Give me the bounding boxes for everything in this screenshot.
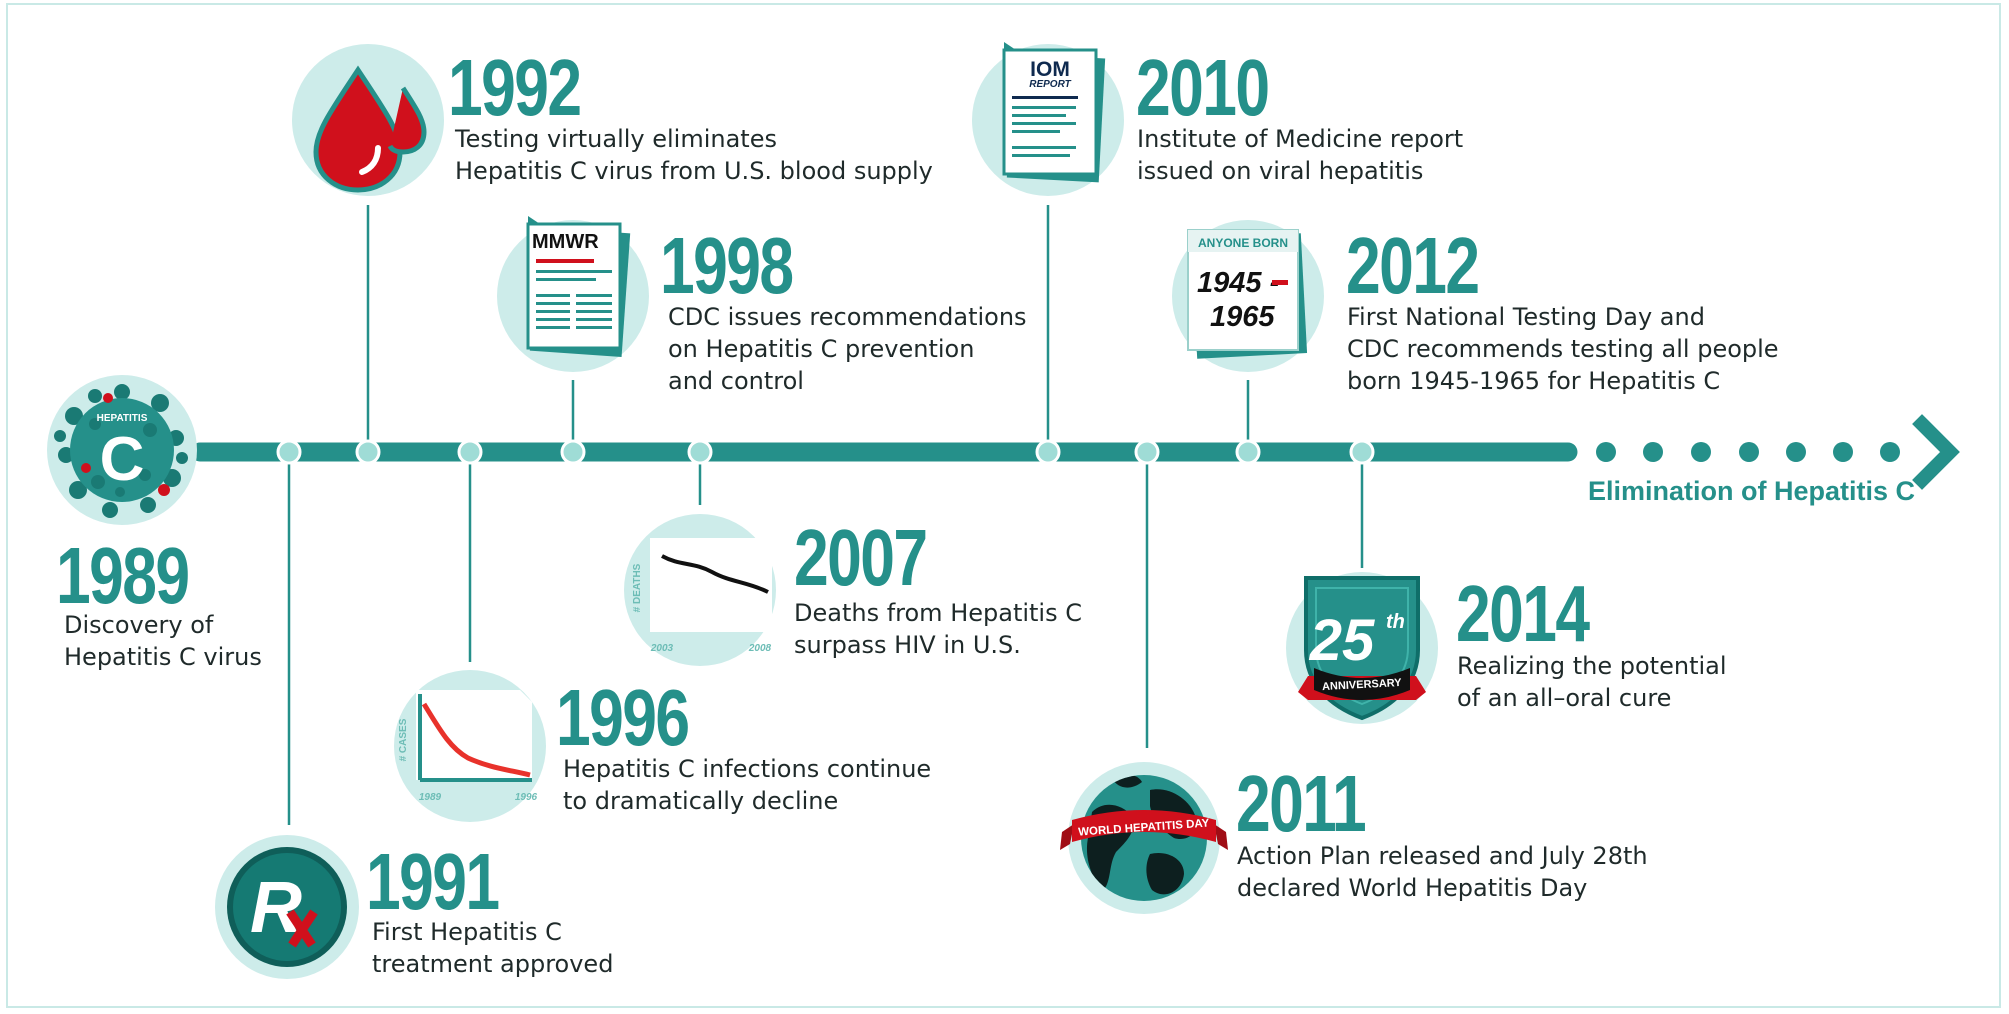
svg-text:C: C (100, 425, 145, 494)
prescription-rx-icon: R (215, 835, 359, 979)
event-description-2012: First National Testing Day and CDC recom… (1347, 301, 1779, 397)
description-line: Hepatitis C virus (64, 643, 262, 671)
anyone-born-card-icon: ANYONE BORN 1945 - 1965 (1172, 220, 1324, 372)
svg-text:R: R (250, 868, 302, 948)
timeline-nodes (276, 439, 1375, 465)
connector-lines (287, 205, 1364, 825)
svg-text:25: 25 (1309, 608, 1375, 673)
event-description-1989: Discovery of Hepatitis C virus (64, 609, 262, 673)
svg-text:1945 -: 1945 - (1197, 267, 1279, 299)
description-line: Hepatitis C virus from U.S. blood supply (455, 157, 933, 185)
hepatitis-c-virus-icon: HEPATITIS C (47, 375, 197, 525)
svg-text:th: th (1386, 611, 1405, 633)
svg-text:2003: 2003 (650, 643, 674, 654)
svg-text:ANYONE BORN: ANYONE BORN (1198, 236, 1288, 250)
description-line: declared World Hepatitis Day (1237, 874, 1588, 902)
description-line: on Hepatitis C prevention (668, 335, 975, 363)
event-description-1998: CDC issues recommendations on Hepatitis … (668, 301, 1027, 397)
description-line: Deaths from Hepatitis C (794, 599, 1082, 627)
svg-text:# DEATHS: # DEATHS (632, 563, 643, 612)
globe-icon: WORLD HEPATITIS DAY (1060, 762, 1228, 914)
event-description-2011: Action Plan released and July 28th decla… (1237, 840, 1648, 904)
event-year-2012: 2012 (1346, 221, 1480, 310)
description-line: treatment approved (372, 950, 614, 978)
svg-text:1965: 1965 (1210, 301, 1275, 333)
description-line: Institute of Medicine report (1137, 125, 1464, 153)
description-line: to dramatically decline (563, 787, 839, 815)
event-year-1989: 1989 (56, 531, 190, 620)
description-line: First Hepatitis C (372, 918, 562, 946)
description-line: Hepatitis C infections continue (563, 755, 932, 783)
declining-cases-chart-icon: # CASES 1989 1996 (394, 670, 546, 822)
elimination-label: Elimination of Hepatitis C (1588, 476, 1916, 506)
deaths-chart-icon: # DEATHS 2003 2008 (624, 514, 776, 666)
event-year-2011: 2011 (1236, 759, 1367, 848)
event-description-2007: Deaths from Hepatitis C surpass HIV in U… (794, 597, 1082, 661)
svg-text:# CASES: # CASES (398, 718, 409, 761)
svg-text:REPORT: REPORT (1029, 79, 1071, 90)
svg-text:IOM: IOM (1030, 58, 1070, 81)
event-year-2010: 2010 (1136, 43, 1270, 132)
event-year-2014: 2014 (1456, 569, 1590, 658)
event-description-2010: Institute of Medicine report issued on v… (1137, 123, 1463, 187)
future-dots (1596, 442, 1900, 462)
description-line: First National Testing Day and (1347, 303, 1705, 331)
svg-text:2008: 2008 (748, 643, 772, 654)
event-year-2007: 2007 (794, 513, 928, 602)
event-description-2014: Realizing the potential of an all–oral c… (1457, 650, 1727, 714)
description-line: and control (668, 367, 804, 395)
description-line: CDC recommends testing all people (1347, 335, 1779, 363)
description-line: Action Plan released and July 28th (1237, 842, 1648, 870)
svg-text:HEPATITIS: HEPATITIS (97, 413, 148, 424)
event-description-1991: First Hepatitis C treatment approved (372, 916, 613, 980)
description-line: born 1945-1965 for Hepatitis C (1347, 367, 1721, 395)
description-line: CDC issues recommendations (668, 303, 1027, 331)
blood-drops-icon (292, 44, 444, 196)
mmwr-report-icon: MMWR (497, 216, 649, 372)
svg-text:1996: 1996 (515, 792, 538, 803)
event-year-1996: 1996 (556, 673, 690, 762)
event-year-1992: 1992 (448, 43, 582, 132)
description-line: issued on viral hepatitis (1137, 157, 1424, 185)
event-description-1996: Hepatitis C infections continue to drama… (563, 753, 931, 817)
description-line: surpass HIV in U.S. (794, 631, 1021, 659)
arrow-head-icon (1912, 414, 1960, 490)
description-line: Realizing the potential (1457, 652, 1727, 680)
iom-report-icon: IOM REPORT (972, 42, 1124, 196)
svg-text:ANNIVERSARY: ANNIVERSARY (1322, 677, 1403, 693)
svg-text:1989: 1989 (419, 792, 442, 803)
description-line: Discovery of (64, 611, 214, 639)
event-description-1992: Testing virtually eliminates Hepatitis C… (455, 123, 933, 187)
event-year-1998: 1998 (660, 221, 794, 310)
anniversary-shield-icon: 25 th ANNIVERSARY (1286, 572, 1438, 724)
description-line: Testing virtually eliminates (455, 125, 777, 153)
description-line: of an all–oral cure (1457, 684, 1672, 712)
svg-text:MMWR: MMWR (532, 231, 599, 253)
event-year-1991: 1991 (366, 837, 500, 926)
